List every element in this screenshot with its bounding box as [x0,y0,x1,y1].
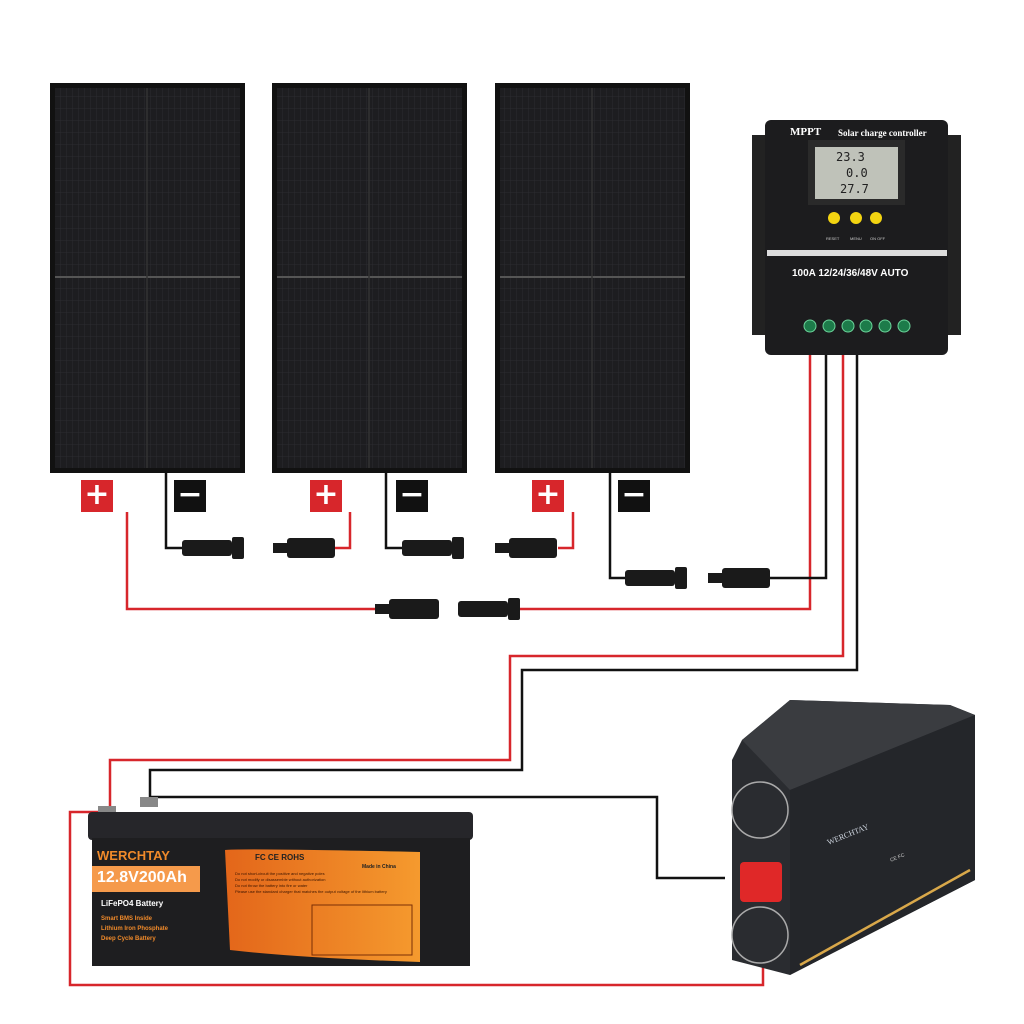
mc4-connector [182,537,244,559]
wire-panel2-positive [335,512,352,550]
mc4-connector [625,567,687,589]
minus-label: − [399,477,425,512]
mc4-connector [458,598,520,620]
controller-rating: 100A 12/24/36/48V AUTO [792,268,909,279]
minus-label: − [177,477,203,512]
battery-warning: Do not short-circuit the positive and ne… [235,871,325,876]
battery-warning: Do not throw the battery into fire or wa… [235,883,308,888]
wire-panel3-negative [608,473,625,580]
wire-controller-battery-negative [148,350,859,800]
mc4-connector [495,538,557,558]
terminal-cover [740,862,782,902]
fan-icon [731,781,789,839]
wire-array-negative-to-controller [770,350,828,580]
battery-feature: Deep Cycle Battery [101,936,156,942]
mc4-connectors [182,537,770,620]
solar-panel-1 [50,83,245,473]
solar-panel-2 [272,83,467,473]
lcd-value: 27.7 [840,182,869,196]
battery-spec: 12.8V200Ah [97,869,187,886]
minus-label: − [621,477,647,512]
battery-type: LiFePO4 Battery [101,899,164,908]
plus-badge [532,480,564,512]
battery-warning: Do not modify or disassemble without aut… [235,877,326,882]
battery-feature: Smart BMS Inside [101,916,153,922]
mc4-connector [708,568,770,588]
onoff-button-label: ON OFF [870,236,886,241]
plus-label: + [313,477,339,512]
minus-badge [174,480,206,512]
solar-panel-3 [495,83,690,473]
battery-feature: Lithium Iron Phosphate [101,926,168,932]
wire-battery-inverter-negative [150,795,725,880]
lifepo4-battery [88,797,473,966]
inverter [731,700,975,975]
battery-origin: Made in China [362,864,396,870]
plus-label: + [535,477,561,512]
wire-panel2-negative [384,473,402,550]
mc4-connector [375,599,439,619]
wiring [68,350,859,987]
plus-badge [81,480,113,512]
lcd-screen [815,147,898,199]
menu-button-label: MENU [850,236,862,241]
charge-controller [752,120,961,355]
mc4-connector [273,538,335,558]
fan-icon [731,906,789,964]
wire-array-positive [125,512,375,611]
controller-type: MPPT [790,126,822,138]
battery-brand: WERCHTAY [97,848,170,863]
battery-warning: Please use the standard charger that mat… [235,889,387,894]
controller-title: Solar charge controller [838,128,927,138]
plus-badge [310,480,342,512]
plus-label: + [84,477,110,512]
lcd-value: 23.3 [836,150,865,164]
mc4-connector [402,537,464,559]
lcd-value: 0.0 [846,166,868,180]
wire-panel3-positive [558,512,575,550]
reset-button-label: RESET [826,236,840,241]
wire-array-positive-to-controller [520,350,812,611]
minus-badge [618,480,650,512]
battery-certs: FC CE ROHS [255,853,305,862]
wire-controller-battery-positive [108,350,845,812]
minus-badge [396,480,428,512]
polarity-badges [81,480,650,512]
wire-panel1-negative [164,473,182,550]
